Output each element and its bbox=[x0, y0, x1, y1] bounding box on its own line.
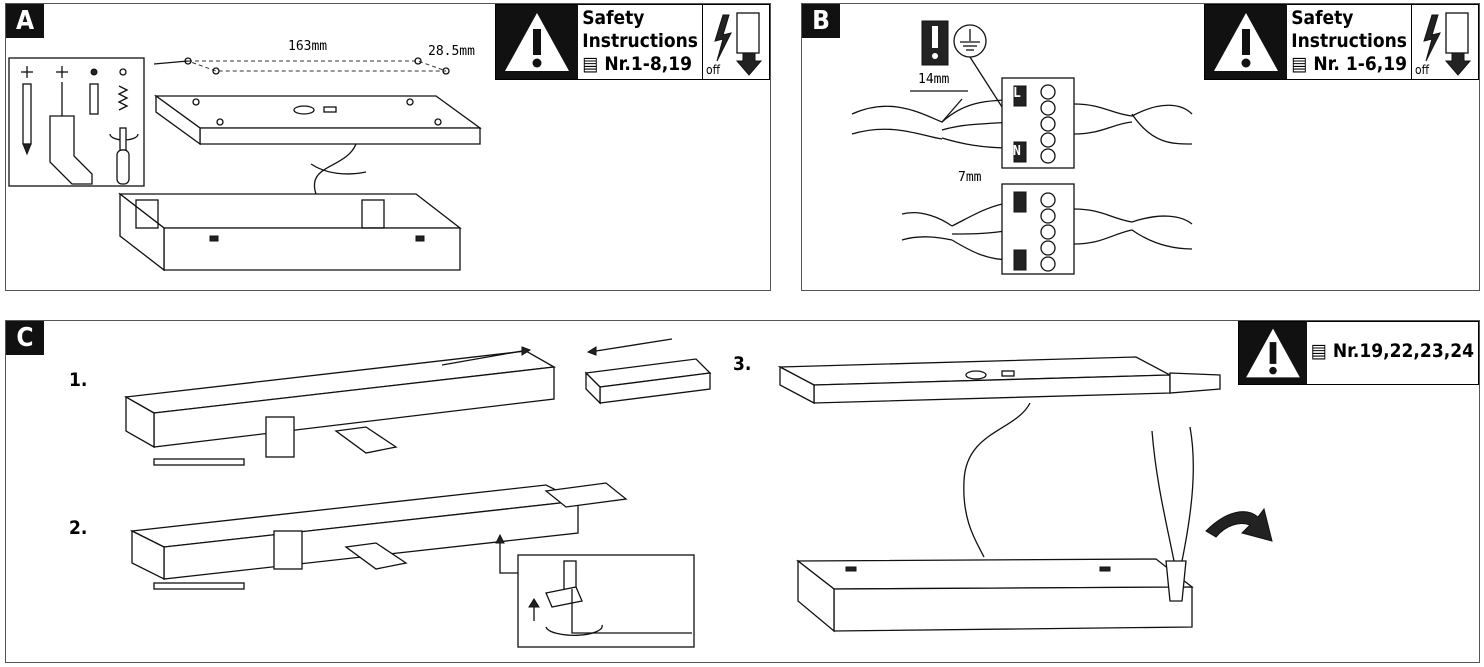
document-icon: ▤ bbox=[1310, 340, 1327, 362]
lightning-icon bbox=[714, 12, 763, 76]
wall-plug-icon bbox=[89, 68, 99, 115]
pencil-icon bbox=[21, 66, 33, 156]
earth-symbol-icon bbox=[953, 24, 987, 58]
warning-icon bbox=[496, 5, 579, 79]
screwdriver-icon bbox=[109, 127, 139, 185]
tools-box bbox=[8, 57, 145, 187]
dimension-163mm: 163mm bbox=[288, 39, 328, 54]
safety-instructions-a: Safety Instructions ▤ Nr.1-8,19 off bbox=[495, 4, 770, 80]
power-off-box-a: off bbox=[703, 5, 769, 79]
mounting-plate bbox=[154, 94, 482, 146]
terminal-block-lower bbox=[1001, 183, 1075, 275]
step-1-label: 1. bbox=[69, 369, 88, 391]
panel-a: A bbox=[5, 3, 771, 291]
document-icon: ▤ bbox=[582, 53, 599, 75]
panel-c: C 1. 2. 3. bbox=[5, 320, 1480, 663]
power-off-box-b: off bbox=[1412, 5, 1478, 79]
document-icon: ▤ bbox=[1291, 53, 1308, 75]
break-off-arrow bbox=[1205, 507, 1273, 542]
rail-step-1 bbox=[123, 350, 557, 466]
safety-text-a: Safety Instructions ▤ Nr.1-8,19 bbox=[578, 5, 703, 79]
safety-title-line2-b: Instructions bbox=[1291, 30, 1407, 52]
drill-icon bbox=[49, 66, 93, 185]
panel-b-tag: B bbox=[802, 4, 840, 38]
step-3-label: 3. bbox=[733, 353, 752, 375]
safety-instructions-b: Safety Instructions ▤ Nr. 1-6,19 off bbox=[1204, 4, 1479, 80]
terminal-block-upper bbox=[1001, 77, 1075, 169]
adapter-piece bbox=[584, 358, 712, 405]
safety-title-line1-b: Safety bbox=[1291, 7, 1354, 29]
safety-instructions-c: ▤ Nr.19,22,23,24 bbox=[1237, 321, 1479, 385]
housing-step-3 bbox=[796, 558, 1194, 633]
safety-text-b: Safety Instructions ▤ Nr. 1-6,19 bbox=[1287, 5, 1412, 79]
step-2-label: 2. bbox=[69, 517, 88, 539]
lightning-icon bbox=[1423, 12, 1472, 76]
hole-pattern bbox=[187, 60, 447, 72]
pliers-icon bbox=[1151, 426, 1194, 602]
panel-b: B bbox=[801, 3, 1480, 291]
luminaire-housing bbox=[118, 192, 462, 272]
panel-a-tag: A bbox=[6, 4, 44, 38]
panel-b-illustration bbox=[851, 20, 1193, 275]
off-label-b: off bbox=[1415, 63, 1430, 77]
safety-title-line2: Instructions bbox=[582, 30, 698, 52]
safety-ref-a: ▤ Nr.1-8,19 bbox=[582, 53, 693, 75]
dimension-28-5mm: 28.5mm bbox=[428, 44, 475, 59]
allen-key-inset bbox=[517, 554, 695, 648]
mounting-plate-step-3 bbox=[777, 356, 1221, 405]
terminal-label-l: L bbox=[1013, 86, 1021, 101]
wire-end-length-label: 7mm bbox=[958, 170, 982, 185]
strip-length-label: 14mm bbox=[918, 72, 950, 87]
panel-c-tag: C bbox=[6, 321, 44, 355]
screw-icon bbox=[117, 68, 129, 111]
rail-step-2 bbox=[129, 482, 628, 590]
safety-ref-b: ▤ Nr. 1-6,19 bbox=[1291, 53, 1407, 75]
off-label-a: off bbox=[706, 63, 721, 77]
terminal-label-n: N bbox=[1013, 144, 1021, 159]
warning-icon-c bbox=[1238, 322, 1307, 384]
safety-text-c: ▤ Nr.19,22,23,24 bbox=[1310, 340, 1474, 362]
panel-c-illustration bbox=[123, 338, 1273, 648]
panel-a-illustration bbox=[8, 57, 482, 272]
safety-title-line1: Safety bbox=[582, 7, 645, 29]
warning-icon-b bbox=[1205, 5, 1288, 79]
